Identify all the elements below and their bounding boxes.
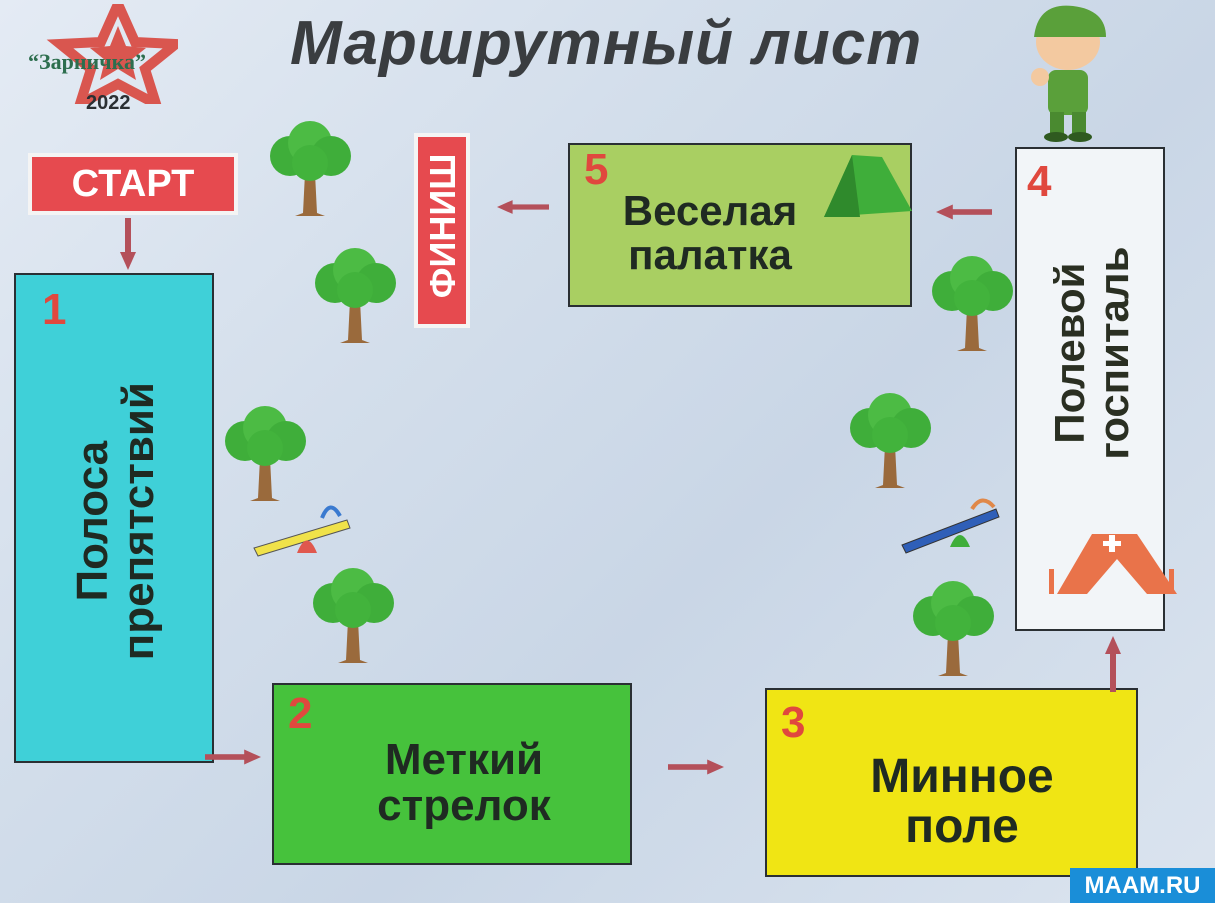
station-3-label: Минное поле [807,750,1117,854]
logo-name: “Зарничка” [28,49,146,74]
station-1-label: Полоса препятствий [67,311,163,731]
station-number: 1 [42,285,67,334]
tree-icon [927,253,1017,353]
station-5-label: Веселая палатка [590,187,830,279]
label-line: стрелок [377,781,551,831]
arrow-down-icon [120,218,136,270]
tree-icon [220,403,310,503]
station-number: 5 [584,145,609,194]
label-line: препятствий [114,382,163,661]
tree-icon [308,565,398,665]
label-line: Веселая [622,187,798,234]
station-3-box: 3 Минное поле [765,688,1138,877]
arrow-up-icon [1105,636,1121,692]
station-2-label: Меткий стрелок [314,735,614,831]
tent-icon [824,155,912,217]
start-label: СТАРТ [28,153,238,215]
label-line: Полевой [1045,262,1093,444]
station-5-box: 5 Веселая палатка [568,143,912,307]
label-line: поле [905,800,1019,854]
soldier-mascot-icon [1031,5,1106,142]
seesaw-icon [253,505,351,557]
station-4-box: 4 Полевой госпиталь [1015,147,1177,631]
label-line: госпиталь [1090,246,1137,460]
arrow-right-icon [205,749,261,765]
arrow-right-icon [668,759,724,775]
tree-icon [908,578,998,678]
station-2-box: 2 Меткий стрелок [272,683,632,865]
tree-icon [265,118,355,218]
station-1-box: 1 Полоса препятствий [14,273,214,763]
label-line: Меткий [384,735,544,784]
station-number: 4 [1027,157,1052,206]
station-number: 2 [288,689,313,738]
label-line: палатка [628,231,792,279]
page-title: Маршрутный лист [290,9,923,78]
star-icon [46,0,190,115]
arrow-left-icon [936,204,992,220]
seesaw-icon [901,498,1000,554]
medical-tent-icon [1049,534,1177,594]
zarnichka-logo: “Зарничка” 2022 [18,0,190,119]
logo-year: 2022 [86,92,131,114]
label-line: Полоса [67,440,117,602]
finish-box: ФИНИШ [414,133,470,328]
label-line: Минное [870,750,1054,803]
station-4-label: Полевой госпиталь [1045,173,1137,533]
tree-icon [310,245,400,345]
watermark: MAAM.RU [1070,868,1215,903]
finish-label: ФИНИШ [422,153,464,299]
tree-icon [845,390,935,490]
station-number: 3 [781,698,806,747]
arrow-left-icon [497,199,549,215]
